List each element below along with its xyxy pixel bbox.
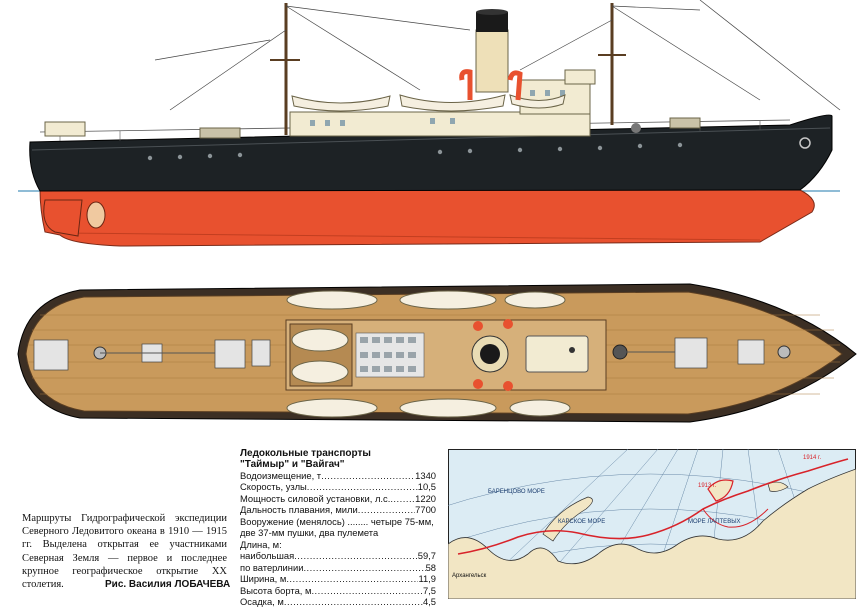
spec-armament: Вооружение (менялось) ........ четыре 75… [240, 515, 434, 527]
hull-underwater [39, 189, 815, 247]
illustration-credit: Рис. Василия ЛОБАЧЕВА [105, 579, 231, 590]
label-barents-sea: БАРЕНЦОВО МОРЕ [488, 489, 545, 495]
ship-side-view [18, 0, 841, 247]
lifeboat [291, 95, 391, 112]
spec-length-label: Длина, м: [240, 538, 282, 550]
spec-row: Осадка, м4,5 [240, 596, 436, 607]
ship-illustration [17, 0, 857, 423]
label-arkhangelsk: Архангельск [452, 573, 487, 579]
label-year-1913: 1913 г. [698, 483, 717, 489]
ship-deck-plan [17, 283, 857, 423]
lifeboat [509, 94, 566, 109]
lifeboat [399, 94, 506, 112]
severnaya-zemlya [707, 479, 734, 502]
map-graphic [407, 448, 866, 600]
label-year-1914: 1914 г. [803, 455, 822, 461]
propeller [86, 201, 106, 229]
spec-row: Водоизмещение, т1340 [240, 470, 436, 481]
spec-row: Ширина, м11,9 [240, 573, 436, 584]
spec-row: Мощность силовой установки, л.с.1220 [240, 493, 436, 504]
spec-row: наибольшая59,7 [240, 550, 436, 561]
hull-black [29, 114, 833, 192]
rudder [43, 199, 83, 237]
eurasia-coast [447, 468, 857, 600]
spec-row: Высота борта, м7,5 [240, 585, 436, 596]
specifications-panel: Ледокольные транспорты "Таймыр" и "Вайга… [240, 448, 436, 607]
label-laptev-sea: МОРЕ ЛАПТЕВЫХ [688, 519, 741, 525]
superstructure [289, 111, 591, 137]
map-caption: Маршруты Гидрографической экспедиции Сев… [22, 513, 227, 591]
expedition-route [457, 458, 849, 555]
spec-row: Дальность плавания, мили7700 [240, 504, 436, 515]
expedition-route-map: БАРЕНЦОВО МОРЕ КАРСКОЕ МОРЕ МОРЕ ЛАПТЕВЫ… [407, 448, 866, 600]
specs-title-ships: "Таймыр" и "Вайгач" [240, 459, 345, 470]
spec-row: Скорость, узлы10,5 [240, 481, 436, 492]
funnel [475, 29, 509, 93]
novosibirsk-islands [767, 481, 789, 492]
spec-row: по ватерлинии58 [240, 562, 436, 573]
specs-title: Ледокольные транспорты [240, 448, 371, 459]
anchor-icon [799, 137, 811, 149]
spec-armament-cont: две 37-мм пушки, два пулемета [240, 527, 379, 539]
label-kara-sea: КАРСКОЕ МОРЕ [558, 519, 606, 525]
